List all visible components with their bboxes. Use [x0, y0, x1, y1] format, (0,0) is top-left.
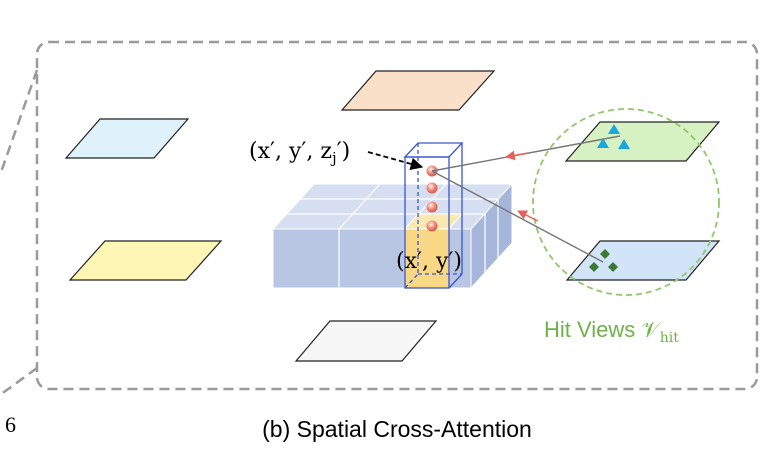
diamond-marker-icon: [608, 262, 618, 272]
figure-caption: (b) Spatial Cross-Attention: [262, 416, 532, 442]
zoom-connector-bottom: [0, 366, 38, 397]
hit-views-circle: [532, 108, 720, 296]
camera-view-hit-bottom: [565, 240, 721, 281]
hit-views-label: Hit Views 𝒱hit: [544, 317, 679, 346]
point-3d-label: (x′, y′, zj′): [249, 139, 350, 167]
point-2d-label: (x′, y′): [396, 249, 462, 274]
label-pointer-arrow: [367, 151, 424, 171]
camera-view-left-middle: [68, 240, 223, 281]
camera-view-hit-top: [564, 121, 721, 162]
side-number: 6: [5, 412, 16, 437]
camera-view-top-left: [64, 118, 190, 159]
camera-view-bottom-center: [294, 320, 438, 362]
camera-view-top-center: [340, 70, 496, 111]
arrow-red-top: [505, 150, 529, 161]
triangle-marker-icon: [597, 138, 609, 148]
bev-grid-block: [271, 182, 514, 290]
reference-point: [426, 220, 438, 232]
triangle-marker-icon: [608, 124, 620, 134]
triangle-marker-icon: [618, 139, 630, 149]
reference-point: [426, 201, 438, 213]
arrow-red-bottom: [517, 210, 539, 222]
diamond-marker-icon: [600, 249, 610, 259]
diamond-marker-icon: [589, 262, 599, 272]
reference-point: [426, 182, 438, 194]
zoom-connector-top: [0, 69, 39, 176]
